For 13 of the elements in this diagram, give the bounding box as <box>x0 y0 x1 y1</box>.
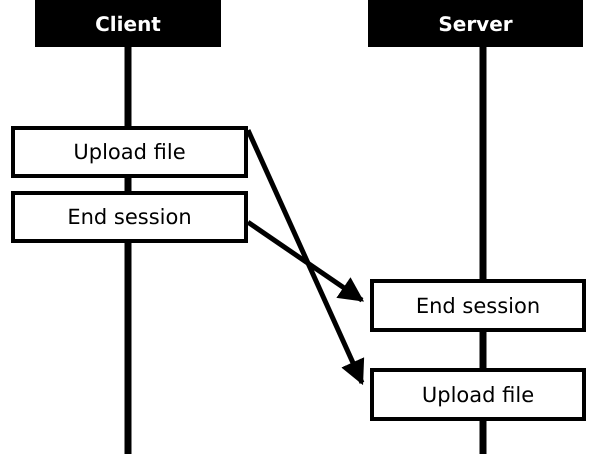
participant-header <box>368 0 583 47</box>
label: Client <box>95 12 161 36</box>
arrow <box>246 220 364 302</box>
label: Upload file <box>73 140 186 164</box>
activation-box <box>11 126 248 178</box>
activation-box <box>370 279 586 332</box>
activation-box <box>11 191 248 243</box>
label: End session <box>416 294 540 318</box>
label: Server <box>438 12 513 36</box>
label: Upload file <box>422 382 534 406</box>
activation-box <box>370 368 586 421</box>
participant-header <box>35 0 221 47</box>
label: End session <box>67 205 192 229</box>
